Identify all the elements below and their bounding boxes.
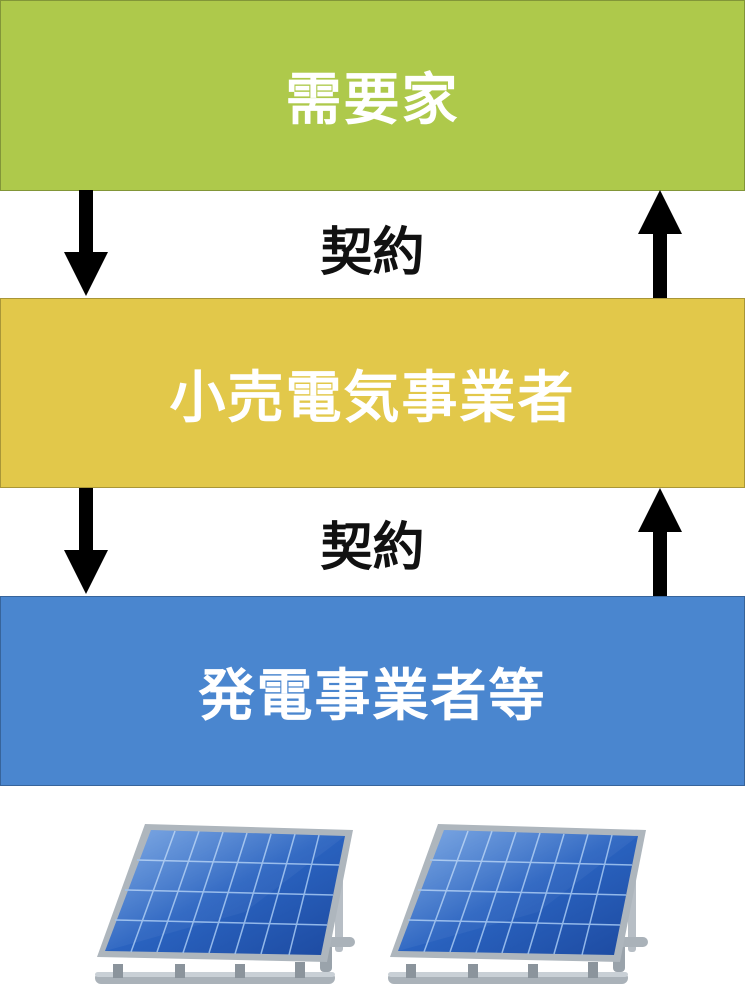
generator-box: 発電事業者等 — [0, 596, 745, 786]
solar-panels — [94, 823, 649, 985]
generator-label: 発電事業者等 — [198, 663, 547, 729]
retailer-box: 小売電気事業者 — [0, 298, 745, 488]
contract-label-lower: 契約 — [320, 518, 425, 578]
contract-label-upper: 契約 — [320, 223, 425, 283]
solar-panel-icon — [94, 823, 356, 985]
solar-panel-icon — [387, 823, 649, 985]
retailer-label: 小売電気事業者 — [169, 365, 576, 431]
arrow-down-consumer-to-retailer — [64, 190, 108, 296]
arrow-up-generator-to-retailer — [638, 488, 682, 598]
consumer-label: 需要家 — [285, 68, 460, 133]
arrow-up-retailer-to-consumer — [638, 190, 682, 300]
consumer-box: 需要家 — [0, 0, 745, 191]
arrow-down-retailer-to-generator — [64, 488, 108, 594]
